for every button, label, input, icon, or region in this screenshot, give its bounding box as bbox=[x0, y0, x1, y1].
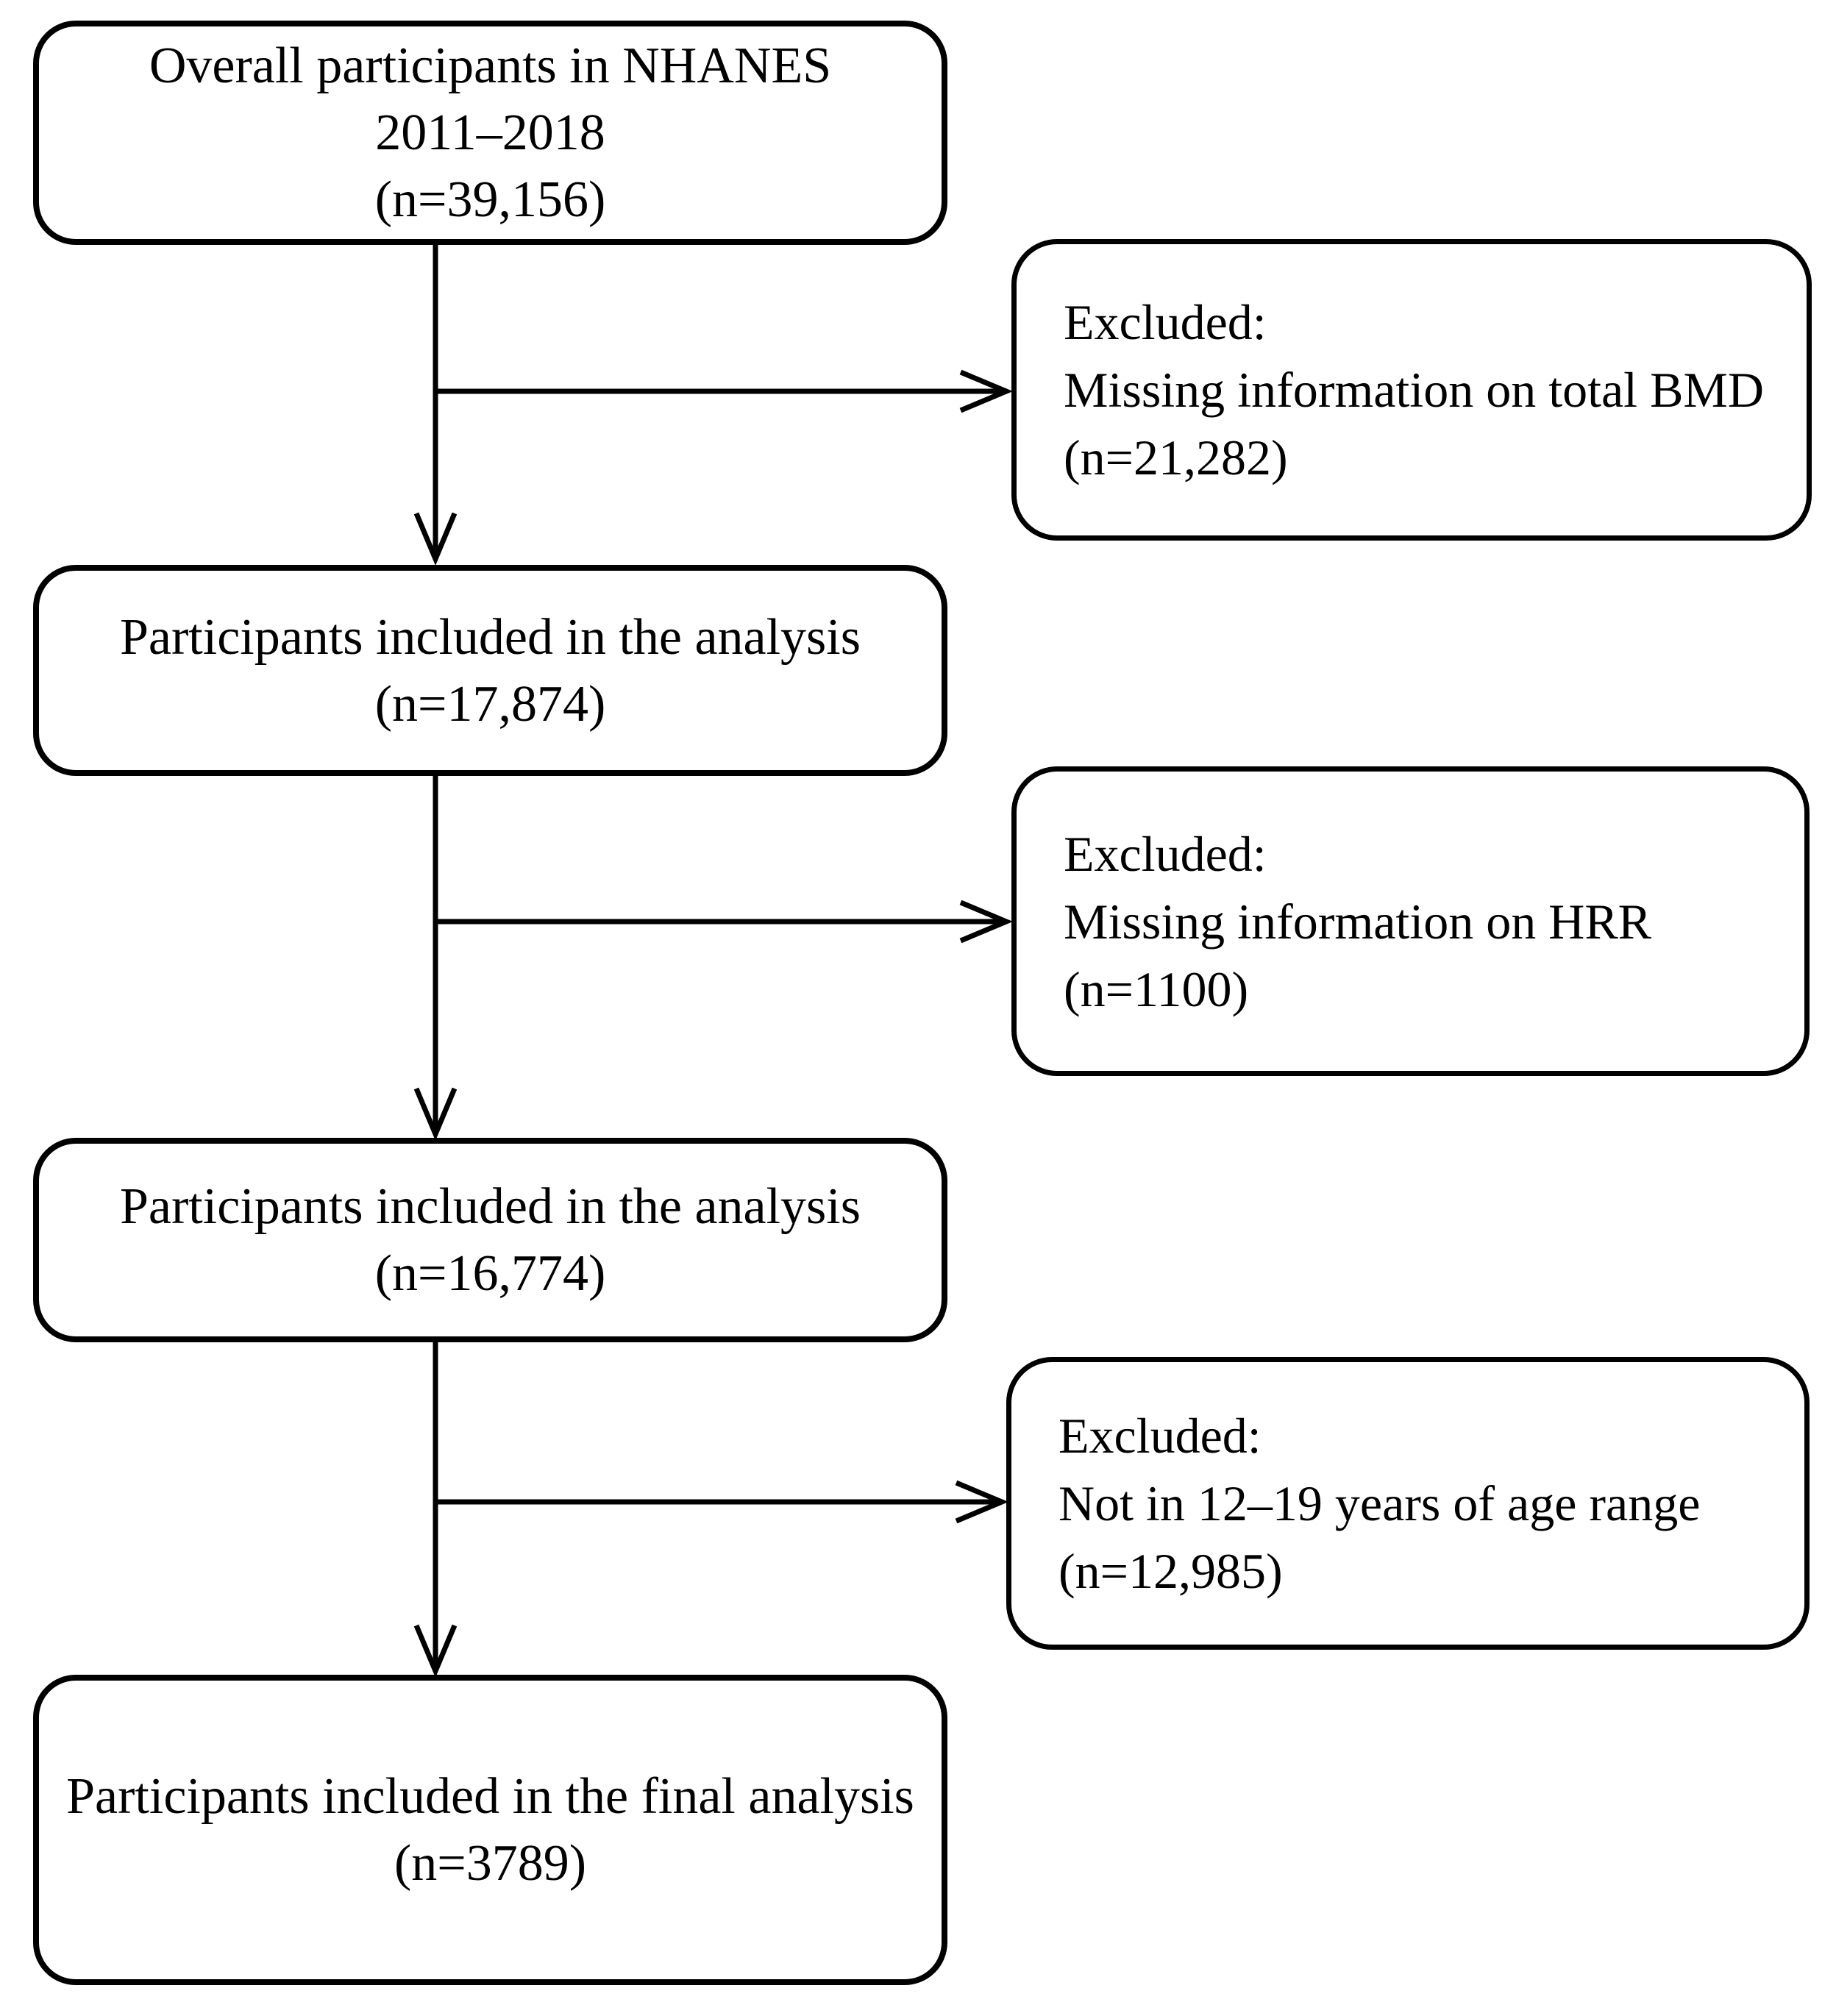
down-arrow-3 bbox=[413, 1342, 458, 1678]
box-text-line: Not in 12–19 years of age range bbox=[1058, 1475, 1701, 1531]
box-text-line: Overall participants in NHANES bbox=[149, 38, 832, 94]
right-arrow-2 bbox=[435, 900, 1014, 944]
flow-box-nhanes-overall: Overall participants in NHANES 2011–2018… bbox=[33, 21, 947, 245]
box-text-line: (n=1100) bbox=[1064, 961, 1249, 1017]
box-text-line: (n=12,985) bbox=[1058, 1543, 1283, 1599]
flow-box-excluded-age: Excluded: Not in 12–19 years of age rang… bbox=[1006, 1357, 1810, 1650]
box-text-line: Participants included in the analysis bbox=[119, 608, 861, 666]
box-text-line: Excluded: bbox=[1064, 825, 1267, 882]
box-text-line: (n=17,874) bbox=[374, 675, 606, 733]
down-arrow-1 bbox=[413, 245, 458, 566]
box-text-line: (n=16,774) bbox=[374, 1245, 606, 1302]
right-arrow-3 bbox=[435, 1480, 1009, 1524]
box-text-line: 2011–2018 bbox=[375, 104, 605, 161]
box-text-line: Missing information on total BMD bbox=[1064, 362, 1764, 418]
box-text-line: Participants included in the final analy… bbox=[66, 1768, 914, 1825]
box-text-line: Excluded: bbox=[1058, 1408, 1262, 1464]
box-text-line: (n=3789) bbox=[394, 1835, 587, 1892]
flow-box-excluded-bmd: Excluded: Missing information on total B… bbox=[1011, 239, 1812, 541]
box-text-line: Participants included in the analysis bbox=[119, 1178, 861, 1235]
box-text-line: (n=39,156) bbox=[374, 171, 606, 228]
down-arrow-2 bbox=[413, 776, 458, 1141]
flow-box-excluded-hrr: Excluded: Missing information on HRR (n=… bbox=[1011, 766, 1810, 1076]
flow-box-included-analysis-2: Participants included in the analysis (n… bbox=[33, 1138, 947, 1342]
flow-box-final-analysis: Participants included in the final analy… bbox=[33, 1675, 947, 1985]
box-text-line: Missing information on HRR bbox=[1064, 893, 1652, 950]
box-text-line: Excluded: bbox=[1064, 294, 1267, 350]
flow-box-included-analysis-1: Participants included in the analysis (n… bbox=[33, 565, 947, 776]
right-arrow-1 bbox=[435, 369, 1014, 413]
box-text-line: (n=21,282) bbox=[1064, 430, 1288, 485]
